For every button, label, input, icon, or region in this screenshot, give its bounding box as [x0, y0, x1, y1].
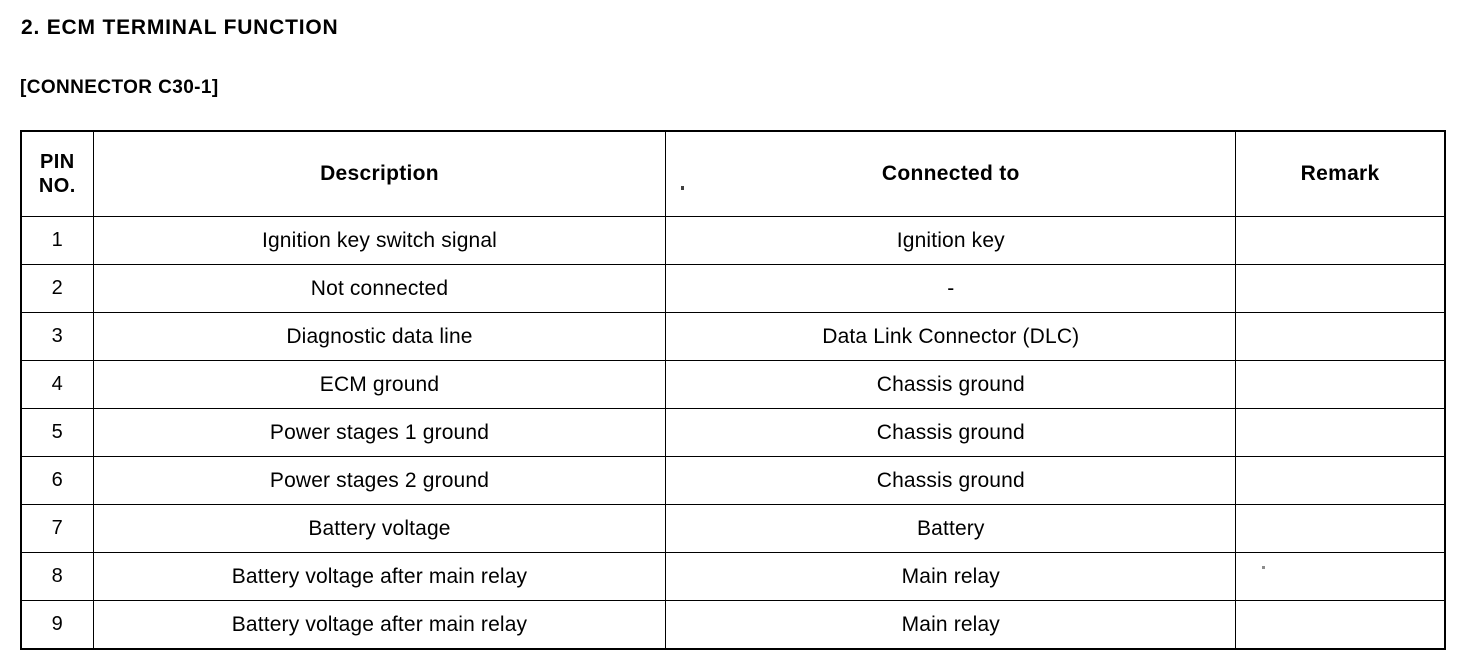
cell-pin-no: 1: [20, 216, 94, 265]
cell-remark: [1235, 408, 1446, 457]
cell-pin-no: 8: [20, 552, 94, 601]
cell-description: Battery voltage: [92, 504, 667, 553]
pin-function-table: PIN NO. Description Connected to Remark …: [20, 130, 1446, 650]
cell-remark: [1235, 456, 1446, 505]
column-header-connected-to: Connected to: [665, 130, 1237, 217]
scan-artifact-speck: [681, 186, 684, 190]
column-header-pin-no: PIN NO.: [20, 130, 94, 217]
cell-remark: [1235, 312, 1446, 361]
cell-remark: [1235, 552, 1446, 601]
cell-description: ECM ground: [92, 360, 667, 409]
cell-pin-no: 4: [20, 360, 94, 409]
column-header-remark: Remark: [1235, 130, 1446, 217]
cell-description: Diagnostic data line: [92, 312, 667, 361]
cell-pin-no: 6: [20, 456, 94, 505]
scan-artifact-speck: [1262, 566, 1265, 569]
table-header-row: PIN NO. Description Connected to Remark: [20, 130, 1446, 217]
cell-connected-to: Chassis ground: [665, 360, 1237, 409]
cell-description: Battery voltage after main relay: [92, 600, 667, 650]
cell-remark: [1235, 216, 1446, 265]
cell-connected-to: Data Link Connector (DLC): [665, 312, 1237, 361]
cell-connected-to: Main relay: [665, 600, 1237, 650]
cell-connected-to: Chassis ground: [665, 456, 1237, 505]
cell-connected-to: Main relay: [665, 552, 1237, 601]
cell-remark: [1235, 600, 1446, 650]
cell-connected-to: Chassis ground: [665, 408, 1237, 457]
cell-remark: [1235, 360, 1446, 409]
cell-remark: [1235, 264, 1446, 313]
page-title: 2. ECM TERMINAL FUNCTION: [21, 16, 339, 39]
cell-remark: [1235, 504, 1446, 553]
column-header-pin-line2: NO.: [38, 175, 76, 197]
cell-connected-to: Ignition key: [665, 216, 1237, 265]
column-header-description: Description: [92, 130, 667, 217]
cell-pin-no: 3: [20, 312, 94, 361]
cell-connected-to: -: [665, 264, 1237, 313]
cell-description: Ignition key switch signal: [92, 216, 667, 265]
pin-function-table-container: PIN NO. Description Connected to Remark …: [20, 130, 1446, 650]
cell-description: Battery voltage after main relay: [92, 552, 667, 601]
cell-description: Power stages 2 ground: [92, 456, 667, 505]
cell-pin-no: 9: [20, 600, 94, 650]
cell-pin-no: 7: [20, 504, 94, 553]
cell-description: Not connected: [92, 264, 667, 313]
cell-connected-to: Battery: [665, 504, 1237, 553]
table-header: PIN NO. Description Connected to Remark: [20, 130, 1446, 217]
cell-description: Power stages 1 ground: [92, 408, 667, 457]
cell-pin-no: 5: [20, 408, 94, 457]
cell-pin-no: 2: [20, 264, 94, 313]
column-header-pin-line1: PIN: [40, 150, 75, 173]
connector-subtitle: [CONNECTOR C30-1]: [20, 77, 219, 98]
